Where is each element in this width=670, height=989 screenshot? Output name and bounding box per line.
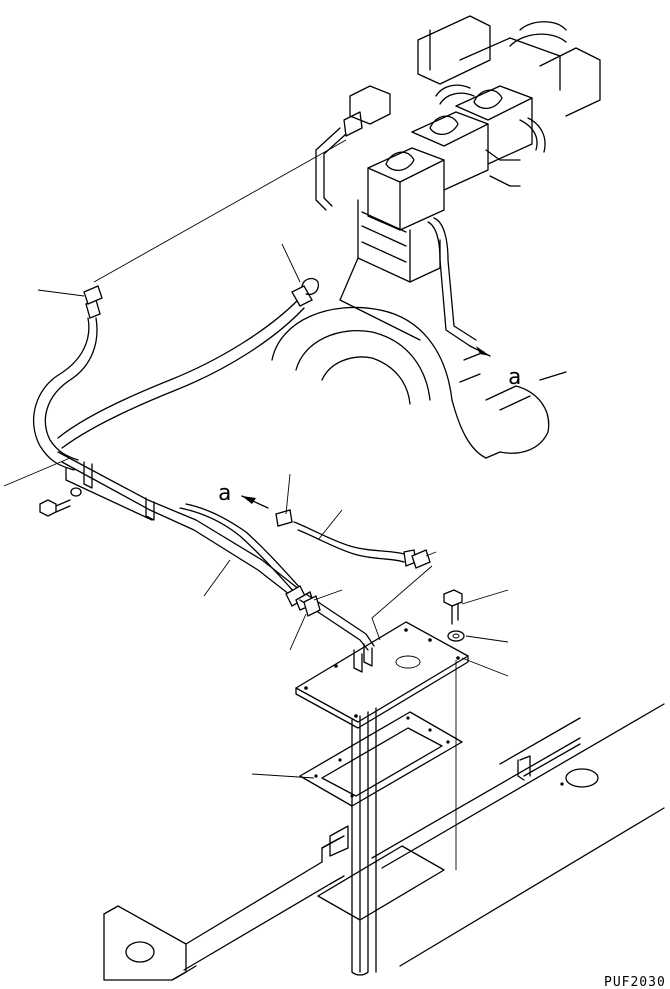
direction-arrow-left bbox=[241, 495, 269, 509]
cover-plate-assembly bbox=[295, 589, 469, 976]
frame-structure bbox=[103, 703, 665, 981]
leader-lines bbox=[3, 139, 509, 779]
bolt-left bbox=[39, 487, 82, 517]
fuel-hose-assembly bbox=[32, 277, 431, 673]
drawing-code: PUF2030 bbox=[604, 975, 666, 989]
callout-a-upper: a bbox=[508, 365, 521, 390]
callout-a-lower: a bbox=[218, 481, 231, 506]
engine-assembly bbox=[271, 15, 601, 459]
